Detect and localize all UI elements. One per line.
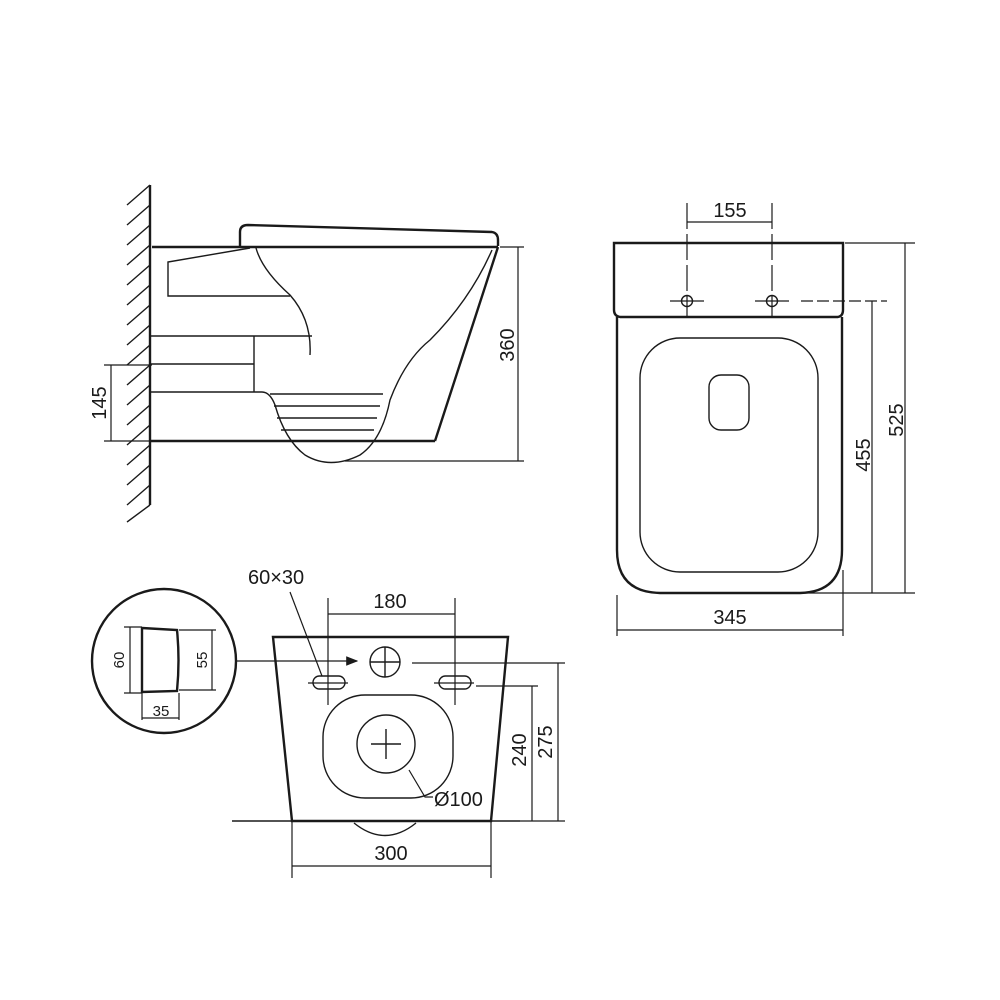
bowl-inner-curve <box>255 247 311 356</box>
flush-inlet <box>167 247 290 297</box>
dim-width: 345 <box>713 607 746 629</box>
lid-handle <box>708 374 750 431</box>
detail-view: 60 55 35 <box>90 587 359 735</box>
top-view: 155 525 455 345 <box>612 200 915 636</box>
dim-detail-depth: 35 <box>153 703 170 720</box>
outlet-recess <box>322 694 454 799</box>
dim-bolt-height: 240 <box>509 733 531 766</box>
dim-length-seat: 455 <box>853 438 875 471</box>
dim-detail-height-inner: 55 <box>194 652 211 669</box>
slot-profile <box>140 626 180 694</box>
dim-length-total: 525 <box>886 403 908 436</box>
dim-slot-size: 60×30 <box>248 567 304 589</box>
dim-outlet-height: 145 <box>89 386 111 419</box>
wall-hatching <box>126 184 151 523</box>
dim-height-total: 360 <box>497 328 519 361</box>
seat-outline <box>639 337 819 573</box>
front-profile <box>433 246 500 442</box>
bowl-outline <box>615 317 844 595</box>
dim-outlet-diameter: Ø100 <box>434 789 483 811</box>
dim-bolt-spacing: 180 <box>373 591 406 613</box>
seat-lid <box>238 223 500 246</box>
dim-detail-height-outer: 60 <box>111 652 128 669</box>
rear-view: 180 60×30 Ø100 275 240 300 <box>232 567 565 878</box>
dim-inlet-height: 275 <box>535 725 557 758</box>
dim-hinge-spacing: 155 <box>713 200 746 222</box>
dim-base-width: 300 <box>374 843 407 865</box>
outlet-hole <box>356 714 416 774</box>
side-view: 360 145 <box>89 184 524 523</box>
outlet-leader <box>408 769 433 798</box>
bowl-outer-curve <box>261 249 493 464</box>
trap-ribs <box>270 393 383 431</box>
trap-bulge <box>353 822 417 837</box>
rear-block <box>612 241 845 319</box>
